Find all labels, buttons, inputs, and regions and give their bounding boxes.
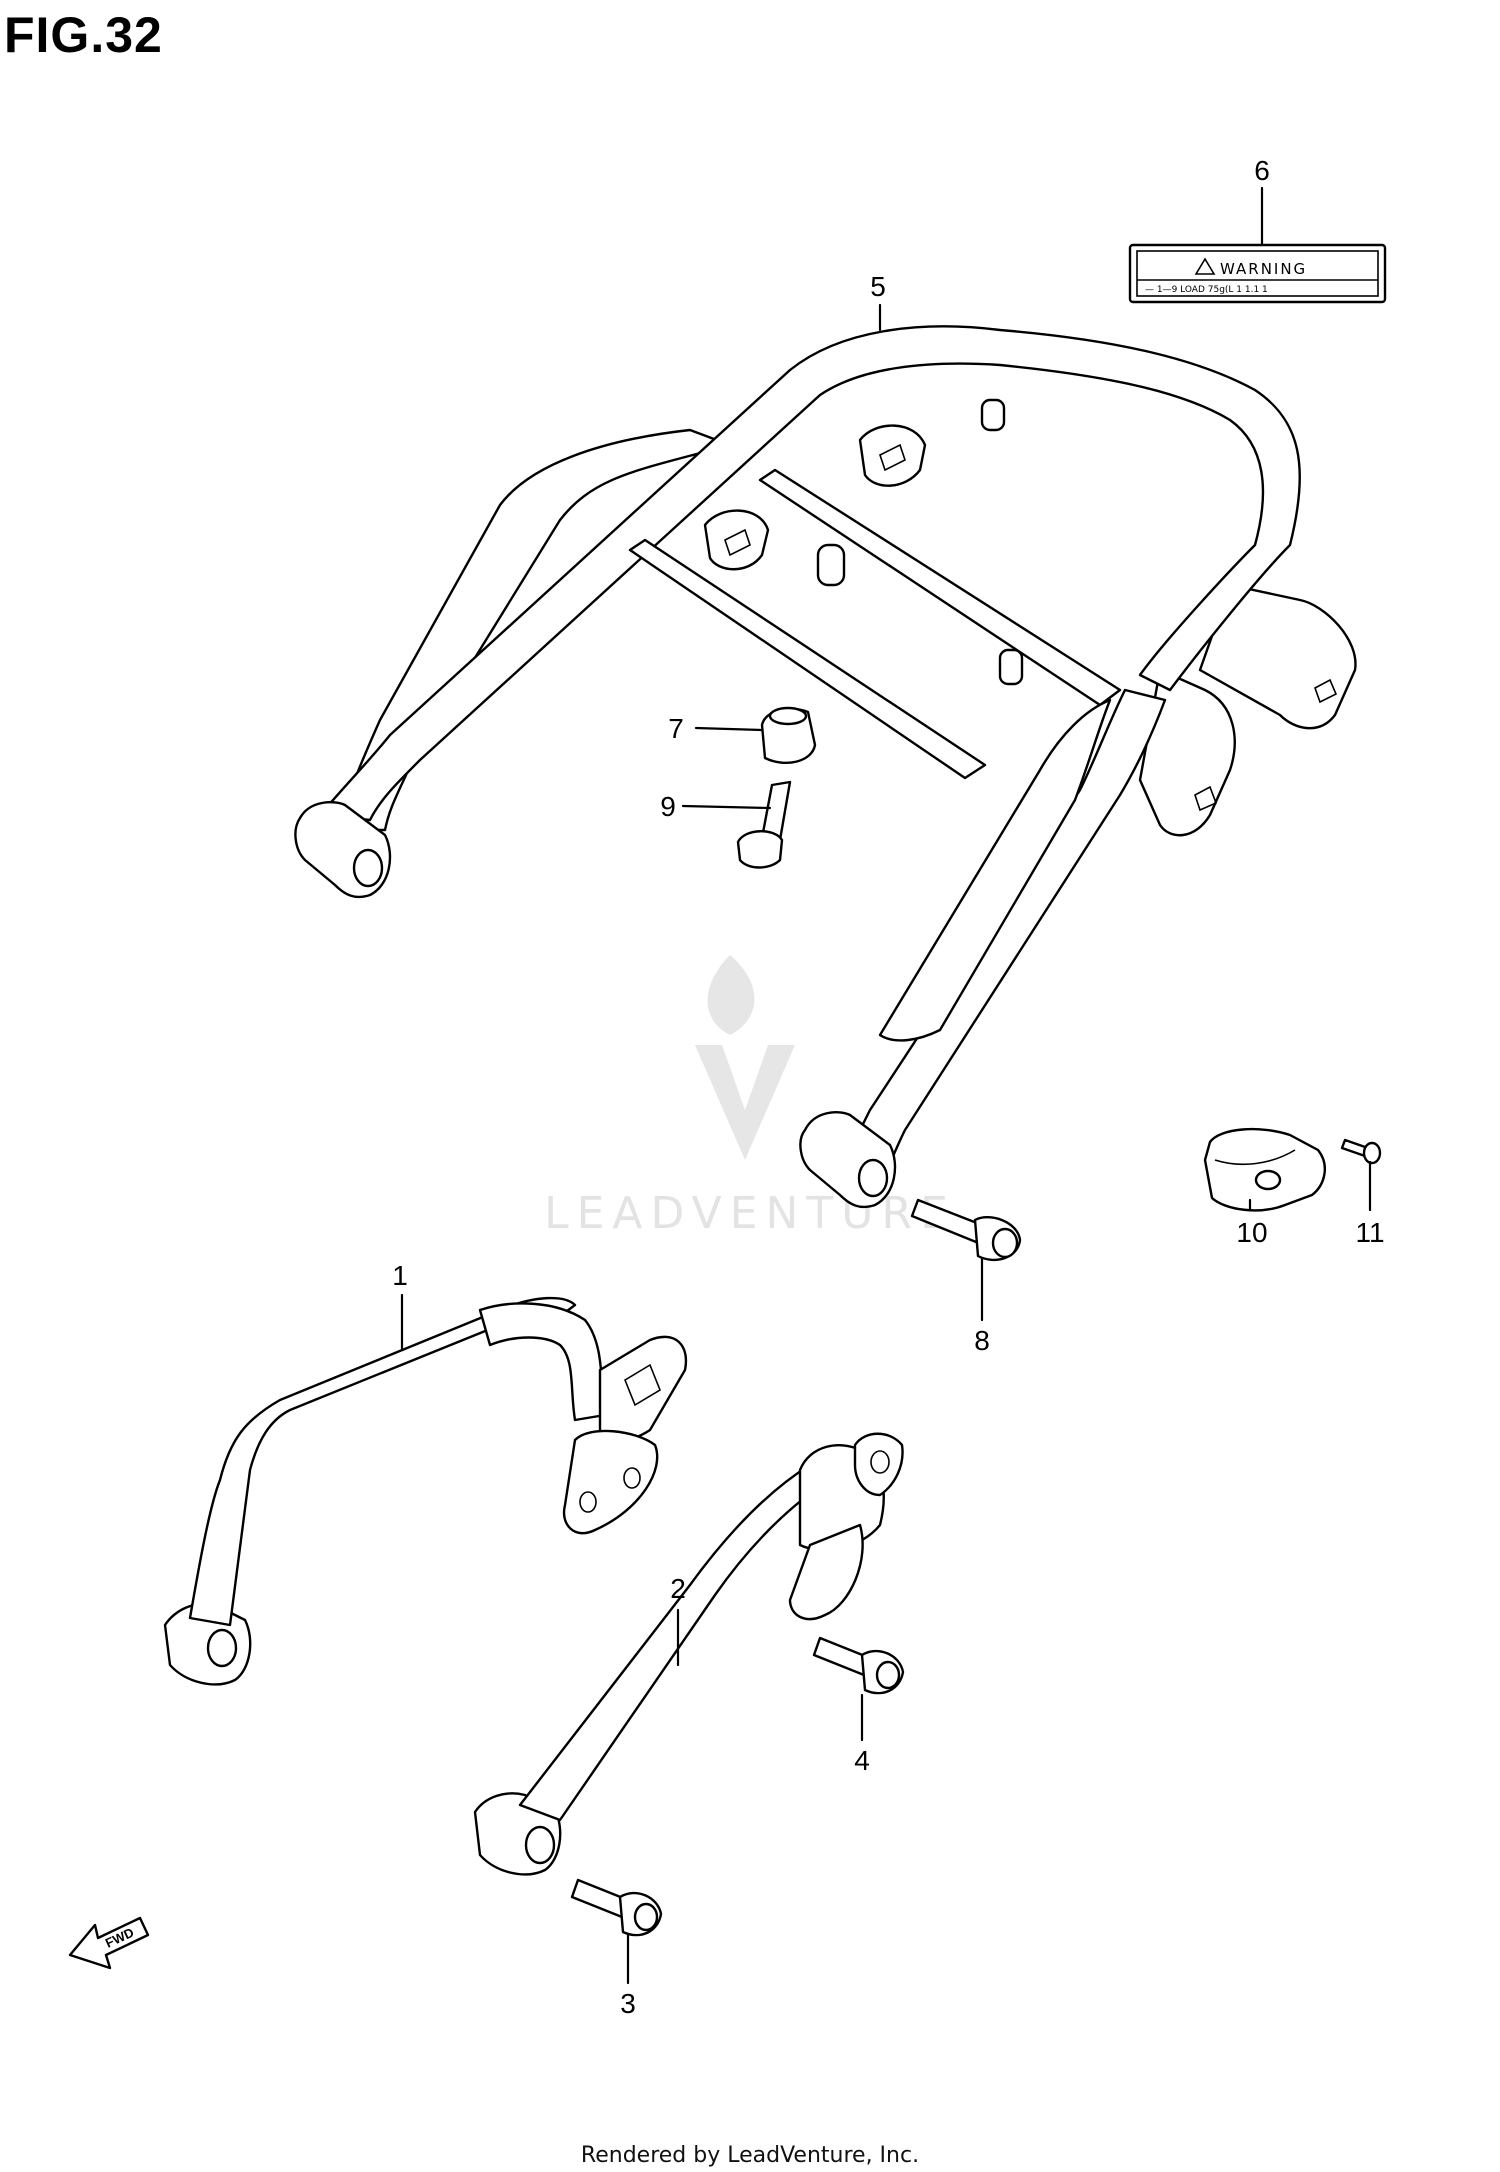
callout-10: 10 [1236, 1217, 1267, 1248]
callout-7: 7 [668, 713, 684, 744]
watermark-text: LEADVENTURE [544, 1188, 956, 1239]
part-8-bolt [910, 1198, 1022, 1262]
fwd-arrow: FWD [68, 1916, 150, 1970]
part-4-bolt [812, 1636, 905, 1695]
callout-9: 9 [660, 791, 676, 822]
label-fine-print: — 1—9 LOAD 75g(L 1 1.1 1 [1145, 285, 1268, 295]
callout-4: 4 [854, 1745, 870, 1776]
watermark: LEADVENTURE [544, 955, 956, 1239]
part-3-bolt [570, 1878, 663, 1937]
leader-lines [400, 186, 1372, 1985]
callout-2: 2 [670, 1573, 686, 1604]
label-heading: WARNING [1220, 260, 1307, 278]
part-6-warning-label: WARNING — 1—9 LOAD 75g(L 1 1.1 1 [1128, 243, 1387, 304]
callout-11: 11 [1355, 1217, 1384, 1248]
callout-3: 3 [620, 1988, 636, 2019]
callout-1: 1 [392, 1260, 408, 1291]
footer-credit: Rendered by LeadVenture, Inc. [580, 2143, 920, 2168]
part-5-rear-carrier [294, 325, 1357, 1209]
callout-5: 5 [870, 271, 886, 302]
part-10-clamp [1203, 1127, 1326, 1212]
part-2-side-rail [473, 1432, 904, 1876]
part-1-side-rail [163, 1296, 688, 1686]
flame-watermark-icon [707, 955, 755, 1035]
callout-6: 6 [1254, 155, 1270, 186]
part-9-bolt [736, 780, 792, 869]
figure-title: FIG.32 [4, 7, 163, 63]
v-watermark-icon [695, 1045, 795, 1160]
callout-8: 8 [974, 1325, 990, 1356]
warning-triangle-icon [1194, 257, 1216, 275]
fwd-arrow-icon [68, 1916, 150, 1970]
callout-numbers: 1 2 3 4 5 6 7 8 9 10 11 [392, 155, 1384, 2019]
part-11-screw [1340, 1138, 1382, 1165]
part-7-cushion [760, 706, 817, 765]
